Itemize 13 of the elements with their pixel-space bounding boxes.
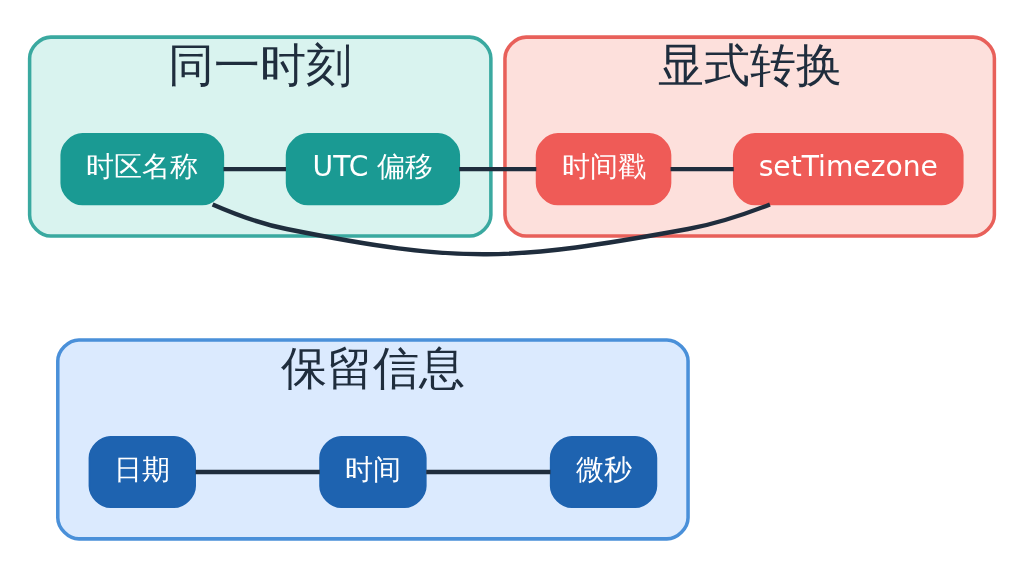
node-box: setTimezone xyxy=(732,133,964,206)
node-box: UTC 偏移 xyxy=(285,133,461,206)
connector xyxy=(459,166,537,172)
node-box: 时区名称 xyxy=(60,133,225,206)
node-box: 时间 xyxy=(319,435,427,509)
connector xyxy=(670,166,734,172)
node-box: 时间戳 xyxy=(535,133,672,206)
connector xyxy=(195,469,320,475)
node-box: 微秒 xyxy=(549,435,658,509)
connector xyxy=(223,166,286,172)
connector xyxy=(211,202,771,257)
node-box: 日期 xyxy=(88,435,196,509)
connector xyxy=(426,469,551,475)
